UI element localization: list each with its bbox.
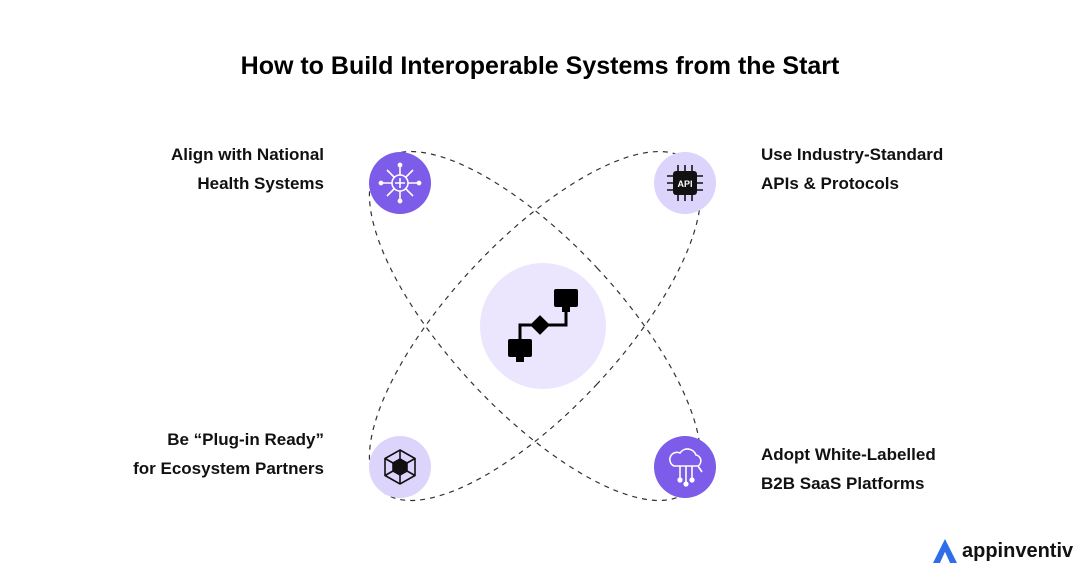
svg-text:API: API	[677, 179, 692, 189]
label-bottom-left: Be “Plug-in Ready” for Ecosystem Partner…	[133, 430, 324, 478]
health-network-icon	[378, 162, 422, 204]
page-title: How to Build Interoperable Systems from …	[240, 52, 840, 80]
label-bottom-right: Adopt White-Labelled B2B SaaS Platforms	[761, 445, 936, 493]
label-top-left: Align with National Health Systems	[171, 145, 324, 193]
cloud-circuit-icon	[669, 448, 703, 487]
brand-logo: appinventiv	[932, 535, 1073, 567]
appinventiv-logo-icon	[933, 539, 957, 563]
connected-devices-icon	[508, 289, 578, 362]
node-circle-bottom-right	[654, 436, 716, 498]
hexagon-network-icon	[384, 449, 416, 485]
label-top-right: Use Industry-Standard APIs & Protocols	[761, 145, 944, 193]
api-chip-icon: API	[667, 165, 703, 201]
orbit-ellipse-b	[368, 150, 702, 502]
brand-name: appinventiv	[962, 539, 1074, 562]
orbit-ellipse-a	[368, 150, 702, 502]
